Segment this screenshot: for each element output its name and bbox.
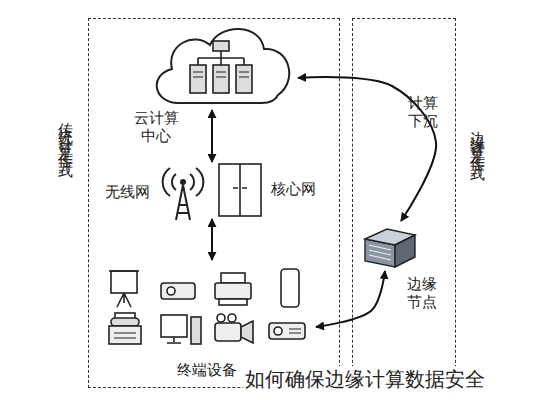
icon-part [217,314,225,322]
node-label: 无线网 [105,183,150,201]
terminal-devices-shape [101,263,313,351]
icon-part [369,245,391,260]
edge-label: 计算下沉 [408,94,440,130]
icon-part [109,271,139,307]
group-frame: 传统云计算工作方式云计算中心无线网核心网终端设备 [88,18,340,388]
icon-part [193,72,249,77]
wireless-tower-shape [165,163,201,221]
icon-part [236,65,252,93]
icon-part [176,185,190,220]
icon-part [228,314,236,322]
icon-part [163,168,204,196]
icon-part [233,164,247,216]
icon-part [180,179,186,185]
node-label: 云计算中心 [133,109,179,145]
caption: 如何确保边缘计算数据安全 [243,366,487,392]
icon-part [190,65,206,93]
cloud-node: 云计算中心 [146,21,296,106]
icon-part [191,317,201,344]
icon-part [281,269,299,307]
connector-arrow [316,271,385,327]
icon-part [219,164,261,216]
edge-server-shape [361,223,417,269]
icon-part [161,283,195,299]
icon-part [213,65,229,93]
core-network-box-shape [219,164,261,216]
icon-part [395,235,415,267]
group-frame: 边缘计算工作方式边缘节点 [352,18,456,388]
icon-part [274,327,282,335]
icon-part [241,321,253,343]
icon-part [215,283,251,299]
icon-part [157,29,289,103]
cloud-node-shape [146,21,296,106]
icon-part [111,318,139,326]
connector-arrow [211,110,213,162]
wireless-tower: 无线网 [165,163,201,221]
edge-server: 边缘节点 [361,223,417,269]
icon-part [109,326,141,344]
icon-part [289,329,301,333]
icon-part [219,299,247,305]
connector-arrow [211,219,213,260]
icon-part [111,271,137,293]
node-label: 边缘节点 [407,275,439,311]
node-label: 核心网 [271,180,316,198]
core-network-box: 核心网 [219,164,261,216]
icon-part [114,333,136,338]
icon-part [215,323,241,341]
icon-part [167,287,175,295]
icon-part [221,273,245,283]
terminal-devices: 终端设备 [101,263,313,351]
icon-part [161,315,187,337]
icon-part [198,51,244,65]
icon-part [269,323,305,339]
group-heading: 边缘计算工作方式 [469,119,487,159]
group-heading: 传统云计算工作方式 [57,111,75,156]
icon-part [167,337,181,343]
icon-part [213,41,229,51]
